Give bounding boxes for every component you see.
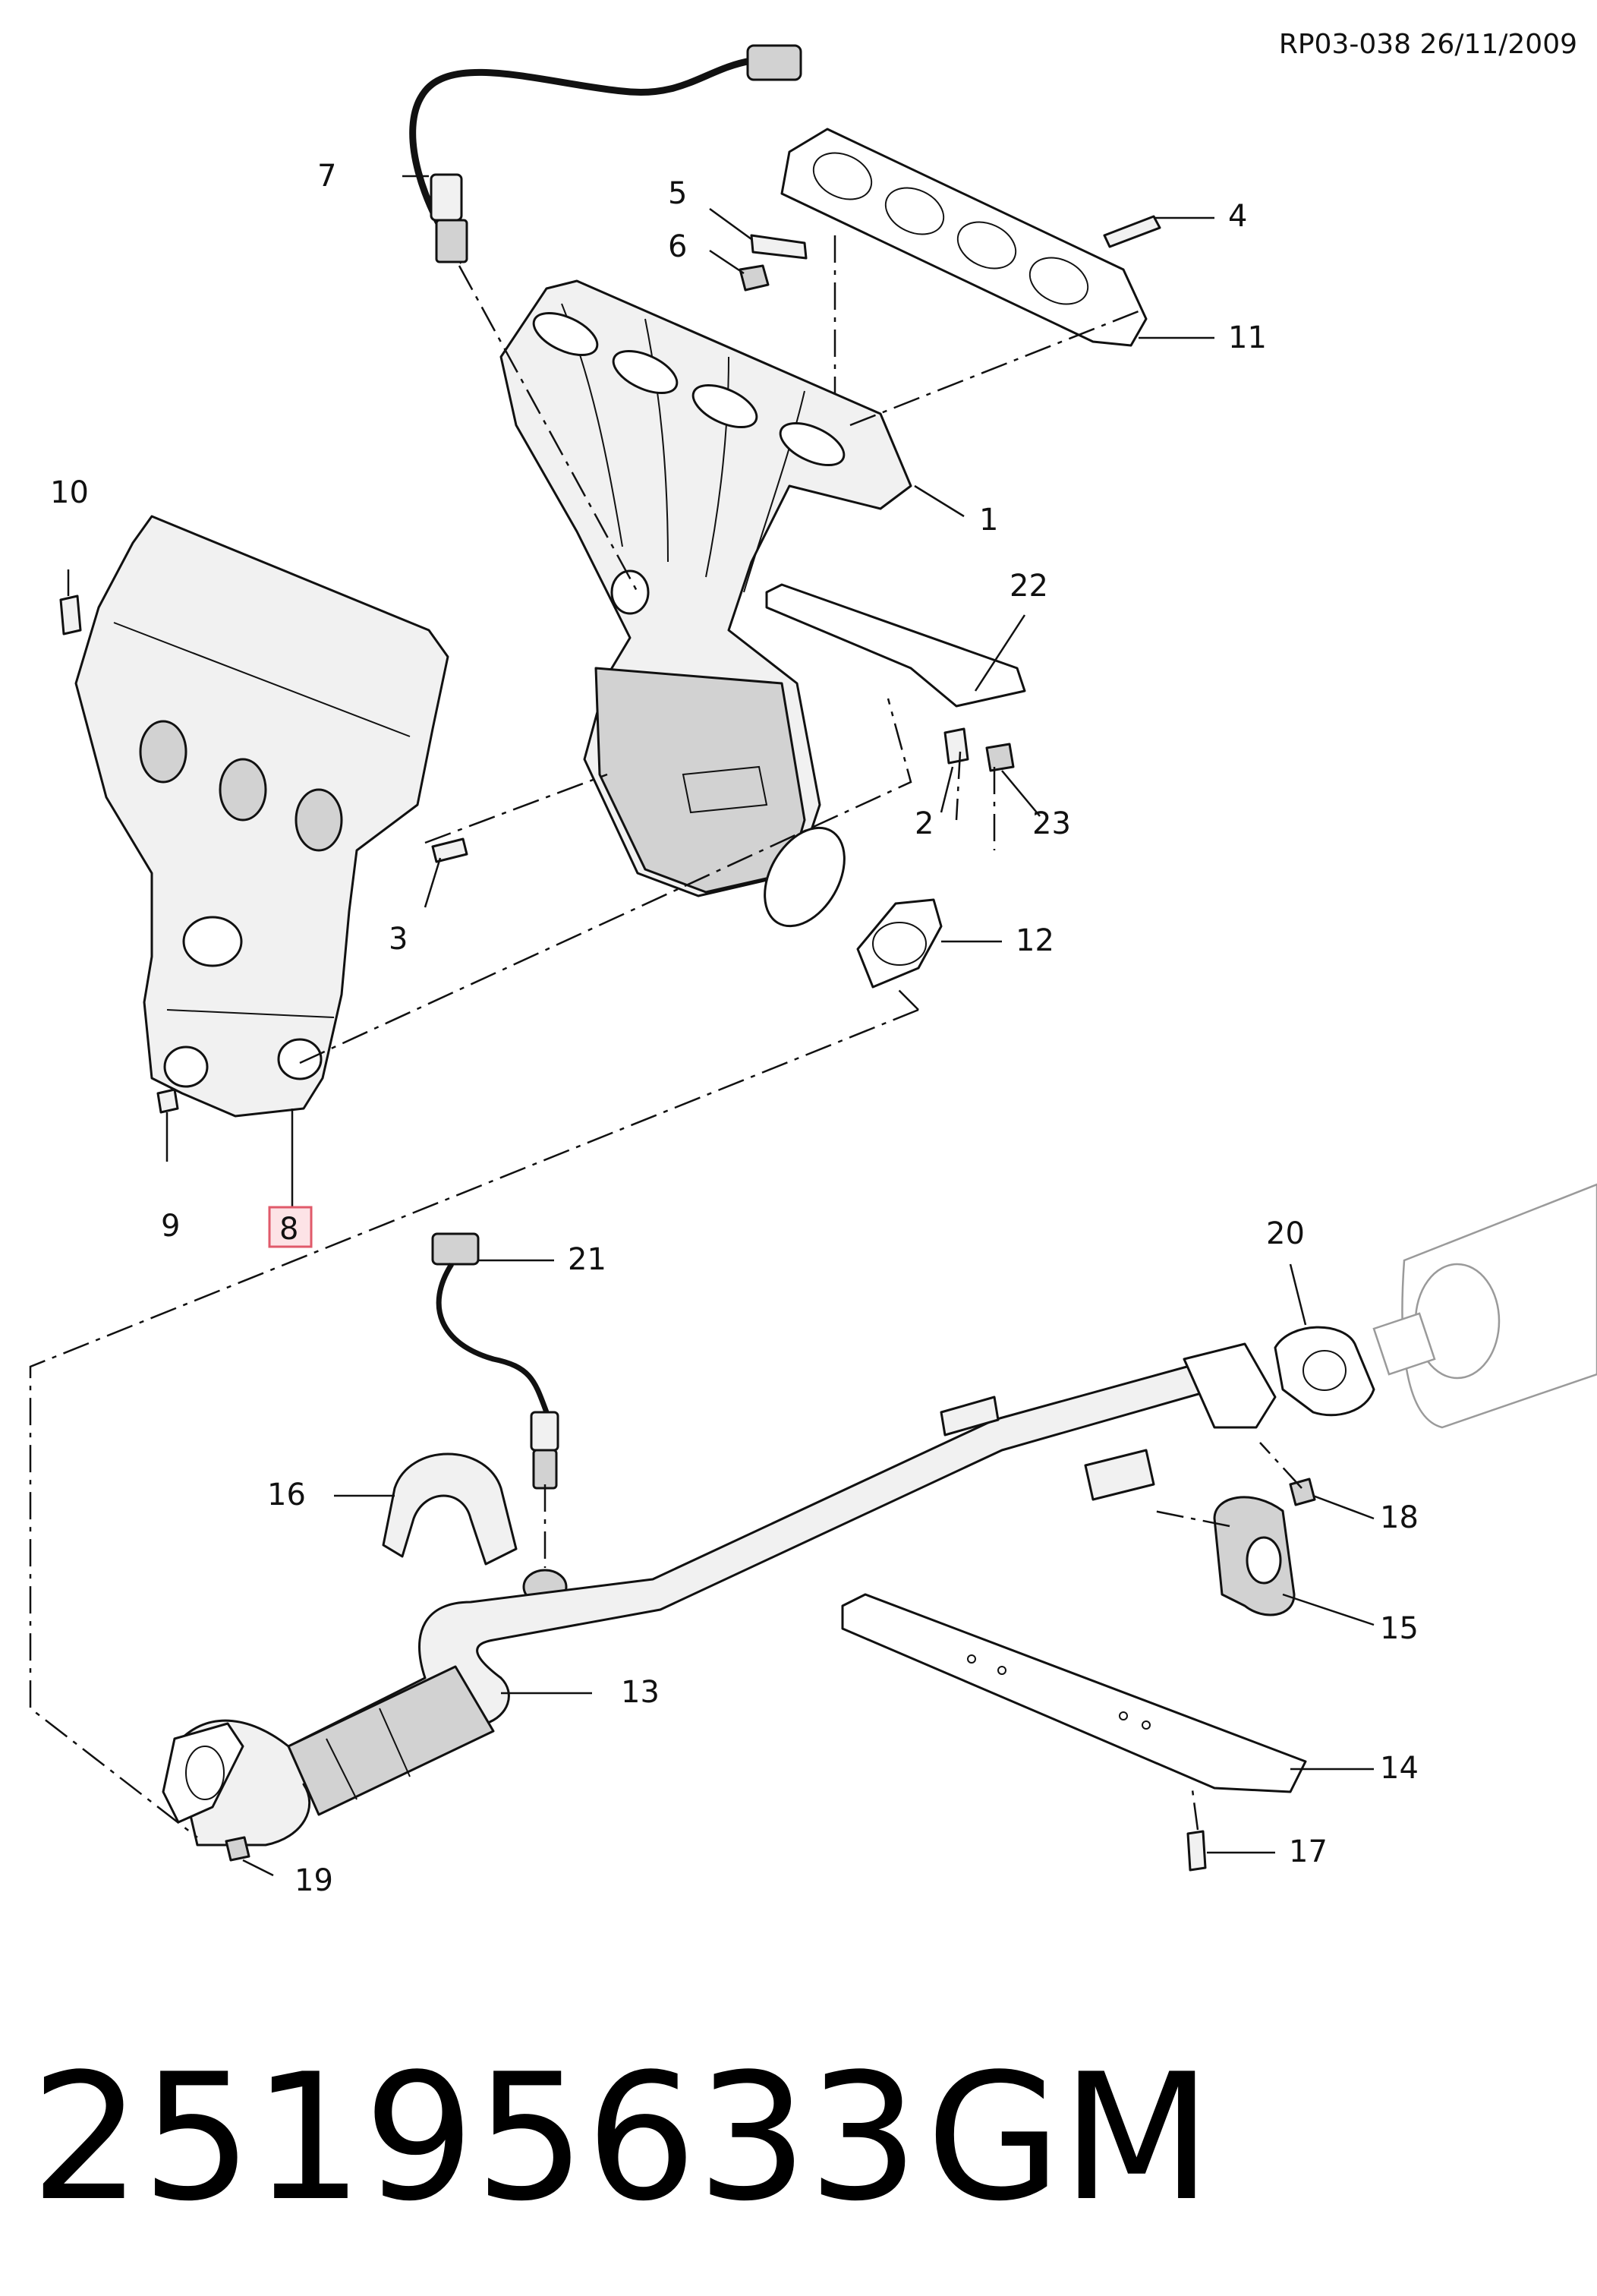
callout-14[interactable]: 14 [1380,1751,1419,1786]
stud-bolt[interactable] [1103,215,1161,248]
exhaust-manifold-gasket[interactable] [780,128,1148,347]
part-number: 25195633 [30,2037,919,2240]
upper-oxygen-sensor[interactable] [409,44,802,264]
stud-5[interactable] [750,234,808,260]
exhaust-clamp[interactable] [382,1452,518,1566]
bolt-3[interactable] [431,837,468,863]
brand-name: GM [926,2037,1212,2240]
front-pipe-nut[interactable] [225,1836,250,1862]
bolt-2[interactable] [943,727,969,765]
callout-4[interactable]: 4 [1228,199,1247,234]
assembly-lines [29,235,1302,1838]
callout-21[interactable]: 21 [568,1242,606,1277]
callout-15[interactable]: 15 [1380,1611,1419,1646]
exhaust-hanger-insulator[interactable] [1213,1496,1296,1616]
rear-muffler-ghost [1372,1183,1597,1429]
nut-23[interactable] [985,743,1015,772]
callout-labels: 1 2 3 4 5 6 7 8 9 10 11 12 13 14 15 16 1… [50,159,1419,1898]
callout-12[interactable]: 12 [1016,923,1054,958]
callout-2[interactable]: 2 [915,806,934,841]
leader-lines [67,175,1375,1877]
callout-20[interactable]: 20 [1266,1216,1305,1251]
callout-16[interactable]: 16 [267,1478,306,1512]
callout-23[interactable]: 23 [1032,806,1071,841]
callout-3[interactable]: 3 [389,922,408,957]
reference-code: RP03-038 26/11/2009 [1279,29,1577,60]
callout-10[interactable]: 10 [50,475,89,510]
callout-6[interactable]: 6 [668,229,687,264]
catalytic-converter-bracket[interactable] [765,583,1026,708]
callout-11[interactable]: 11 [1228,320,1267,355]
callout-17[interactable]: 17 [1289,1834,1328,1869]
callout-8-highlight [268,1206,313,1248]
callout-22[interactable]: 22 [1010,569,1048,604]
callout-13[interactable]: 13 [621,1675,660,1710]
callout-18[interactable]: 18 [1380,1500,1419,1535]
callout-7[interactable]: 7 [317,159,336,194]
lower-oxygen-sensor[interactable] [431,1232,559,1490]
callout-1[interactable]: 1 [979,503,998,538]
heat-shield-bolt-10[interactable] [59,594,82,636]
exhaust-manifold-catalytic-converter[interactable] [499,279,912,940]
nut-6[interactable] [739,264,770,292]
flange-nut[interactable] [1289,1478,1316,1506]
heat-shield-bolt-9[interactable] [156,1088,179,1114]
exhaust-front-pipe[interactable] [162,1342,1277,1847]
converter-outlet-gasket[interactable] [856,898,943,989]
exhaust-crossmember[interactable] [841,1593,1307,1793]
callout-9[interactable]: 9 [161,1209,180,1244]
callout-19[interactable]: 19 [295,1863,333,1898]
exhaust-manifold-heat-shield[interactable] [74,515,449,1118]
flange-gasket[interactable] [1274,1326,1375,1417]
callout-8[interactable]: 8 [279,1212,298,1247]
crossmember-bolt[interactable] [1186,1830,1207,1872]
callout-5[interactable]: 5 [668,176,687,211]
